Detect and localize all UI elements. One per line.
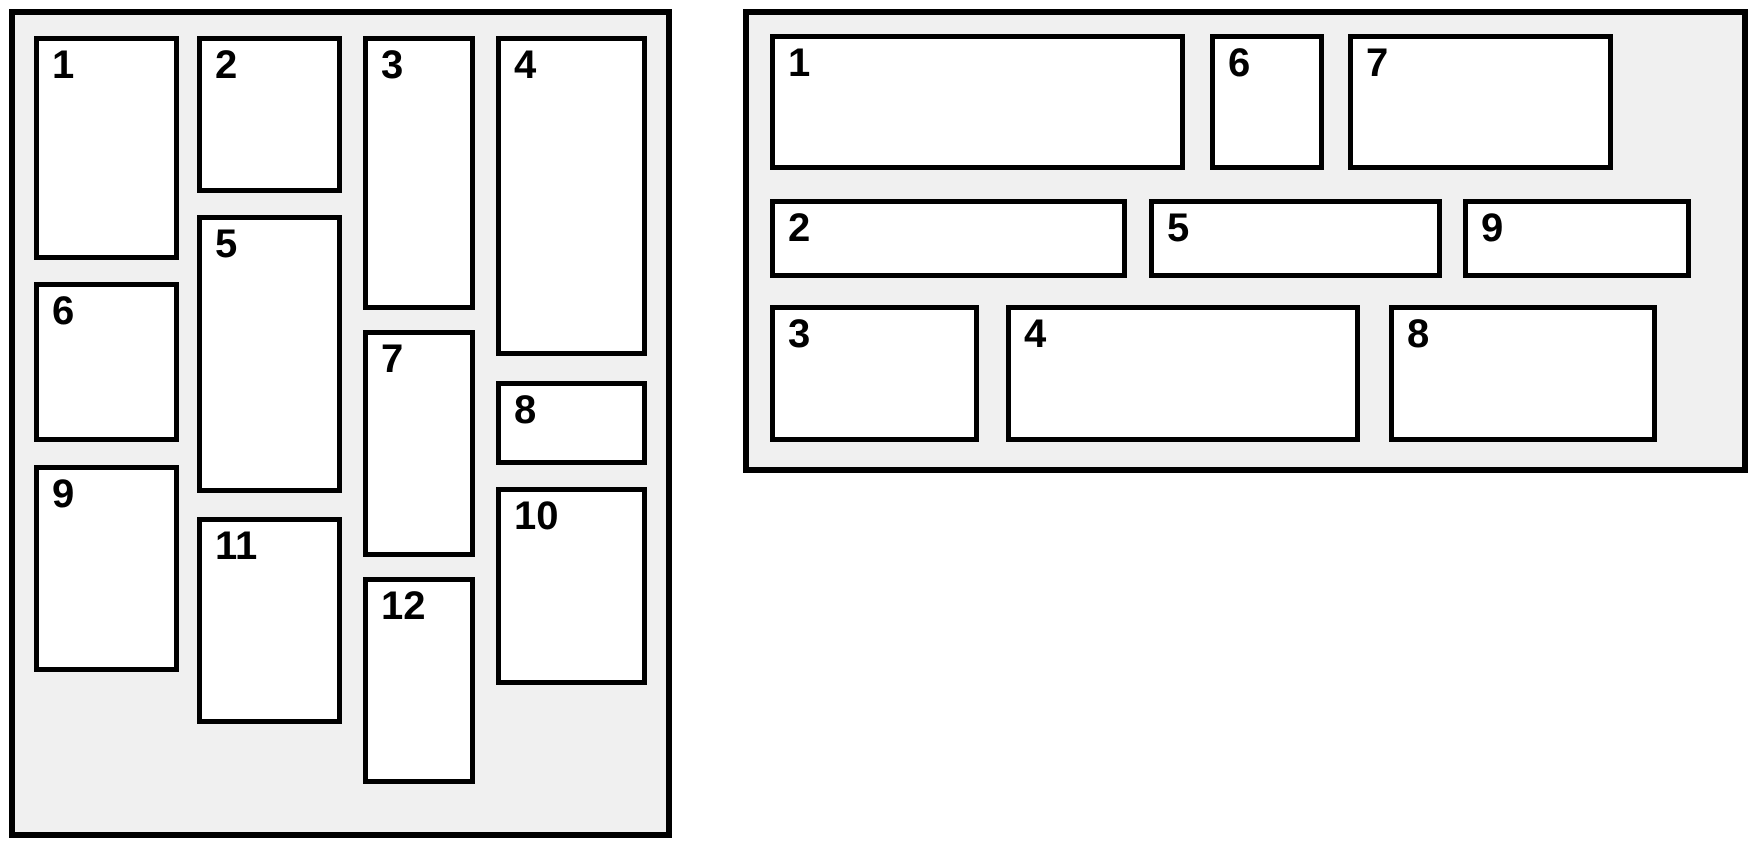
left-card-2-label: 2 (215, 43, 238, 87)
left-card-8-label: 8 (514, 388, 537, 432)
left-card-7-label: 7 (381, 337, 404, 381)
left-masonry-panel: 1 2 3 4 5 6 7 8 9 10 11 12 (9, 9, 672, 838)
left-card-12-label: 12 (381, 584, 426, 628)
right-card-7-label: 7 (1366, 41, 1389, 85)
left-card-6-label: 6 (52, 289, 75, 333)
right-card-6: 6 (1210, 34, 1324, 170)
right-card-4: 4 (1006, 305, 1360, 442)
right-card-6-label: 6 (1228, 41, 1251, 85)
left-card-7: 7 (363, 330, 475, 557)
left-card-4: 4 (496, 36, 647, 356)
left-card-9-label: 9 (52, 472, 75, 516)
right-card-8: 8 (1389, 305, 1657, 442)
left-card-1-label: 1 (52, 43, 75, 87)
right-card-4-label: 4 (1024, 312, 1047, 356)
right-card-1: 1 (770, 34, 1185, 170)
left-card-2: 2 (197, 36, 342, 193)
right-card-9-label: 9 (1481, 206, 1504, 250)
left-card-8: 8 (496, 381, 647, 465)
right-card-9: 9 (1463, 199, 1691, 278)
left-card-3: 3 (363, 36, 475, 310)
right-card-3: 3 (770, 305, 979, 442)
left-card-3-label: 3 (381, 43, 404, 87)
left-card-11: 11 (197, 517, 342, 724)
left-card-6: 6 (34, 282, 179, 442)
right-card-8-label: 8 (1407, 312, 1430, 356)
left-card-5-label: 5 (215, 222, 238, 266)
left-card-10: 10 (496, 487, 647, 685)
left-card-4-label: 4 (514, 43, 537, 87)
left-card-10-label: 10 (514, 494, 559, 538)
right-card-7: 7 (1348, 34, 1613, 170)
right-card-3-label: 3 (788, 312, 811, 356)
left-card-5: 5 (197, 215, 342, 493)
right-card-2-label: 2 (788, 206, 811, 250)
right-card-2: 2 (770, 199, 1127, 278)
right-card-5-label: 5 (1167, 206, 1190, 250)
left-card-9: 9 (34, 465, 179, 672)
left-card-11-label: 11 (215, 524, 258, 568)
left-card-1: 1 (34, 36, 179, 260)
right-masonry-panel: 1 6 7 2 5 9 3 4 8 (743, 9, 1748, 473)
right-card-5: 5 (1149, 199, 1442, 278)
left-card-12: 12 (363, 577, 475, 784)
right-card-1-label: 1 (788, 41, 811, 85)
